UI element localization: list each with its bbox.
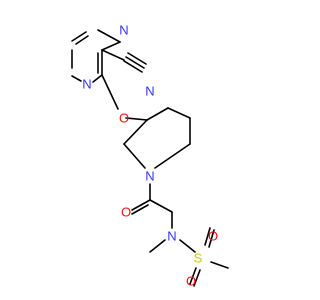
bond [179,239,196,253]
bond [146,107,169,121]
atom-label-sulfonyl-o-top: O [208,229,218,244]
bonds [71,29,229,287]
atom-label-sulfonyl-o-bottom: O [186,274,196,289]
bond [123,60,143,73]
bond [127,52,147,65]
bond [131,204,149,215]
atom-label-pyrazine-n1: N [82,77,91,92]
bond [101,74,119,110]
atom-label-ether-o: O [119,111,129,126]
bond [71,75,82,82]
atom-label-sulfonamide-n: N [167,229,176,244]
bond [92,74,103,83]
atom-labels: N N N O N O N S O O [82,23,218,289]
bond [97,29,121,43]
bond [101,41,121,51]
bond [167,107,191,119]
bond [125,117,148,121]
atom-label-pyrazine-n4: N [119,23,128,38]
bond [75,35,89,45]
bond [189,267,197,285]
molecule-diagram: N N N O N O N S O O [71,23,229,289]
bond [101,49,125,61]
bond [208,229,215,248]
bond [149,239,166,253]
bond [71,31,87,42]
bond [154,143,191,169]
atom-label-carbonyl-o: O [121,205,131,220]
atom-label-nitrile-n: N [145,84,154,99]
bond [204,227,211,246]
bond [193,269,201,287]
bond [131,199,151,211]
bond [210,261,229,269]
bond [123,119,148,145]
bond [149,199,173,213]
bond [123,143,146,169]
bond [125,56,145,69]
atom-label-sulfonyl-s: S [194,251,203,266]
atom-label-piperidine-n: N [145,169,154,184]
